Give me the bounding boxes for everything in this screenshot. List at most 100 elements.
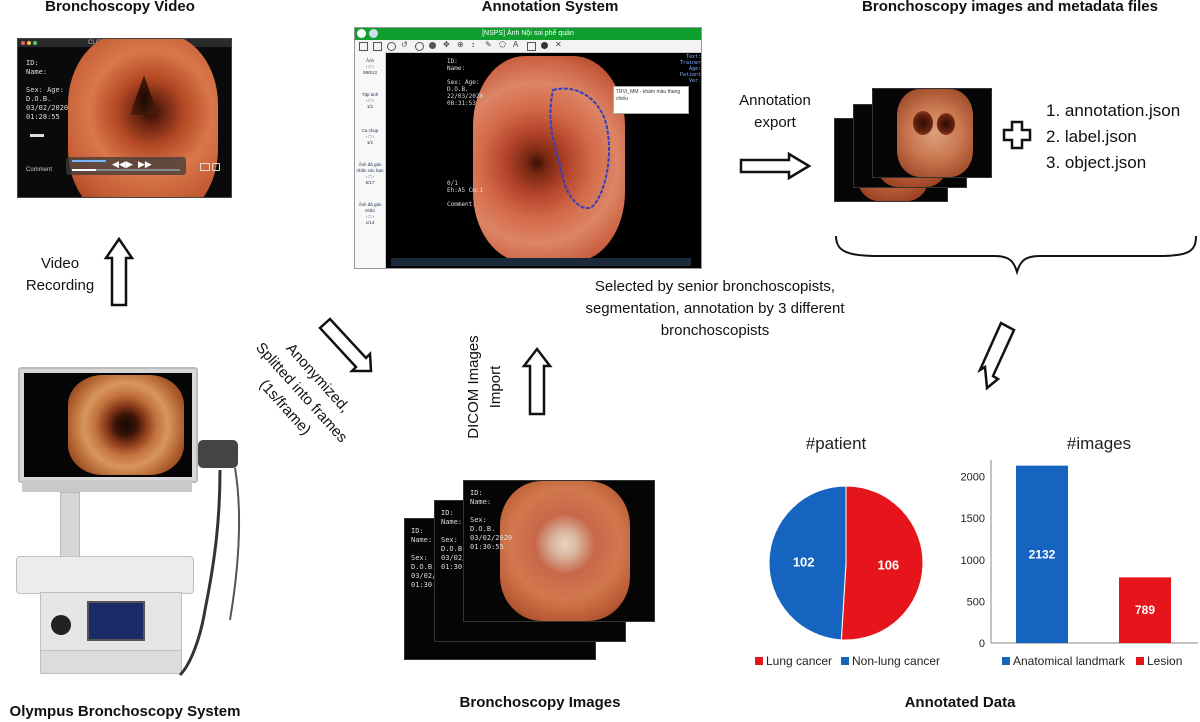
pie-legend-lung: Lung cancer bbox=[766, 654, 832, 668]
arrow-video-recording bbox=[103, 236, 135, 307]
processor-unit bbox=[40, 592, 182, 652]
annotation-filmstrip[interactable] bbox=[391, 258, 691, 266]
scope-connector bbox=[51, 615, 71, 635]
zoom-tool-icon[interactable] bbox=[387, 42, 396, 51]
title-olympus-system: Olympus Bronchoscopy System bbox=[9, 703, 241, 720]
pie-legend-swatch-lung bbox=[755, 657, 763, 665]
sidebar-item-images[interactable]: Ảnh‹ □ ›98/513 bbox=[363, 58, 377, 75]
bar-legend: Anatomical landmark Lesion bbox=[1002, 654, 1182, 668]
annotation-toolbar: ↺ ✥ ⊕ ↕ ✎ ⬠ A ✕ bbox=[355, 40, 701, 53]
bar-y-tick-label: 500 bbox=[967, 596, 985, 608]
title-annotation-system: Annotation System bbox=[481, 0, 619, 15]
label-selected-by: Selected by senior bronchoscopists, segm… bbox=[585, 278, 845, 339]
annotation-endoscopic-view bbox=[473, 56, 625, 262]
bar-legend-lesion: Lesion bbox=[1147, 654, 1182, 668]
grid-tool-icon[interactable] bbox=[359, 42, 368, 51]
bar-legend-landmark: Anatomical landmark bbox=[1013, 654, 1126, 668]
bronchoscope-cable-svg bbox=[178, 467, 241, 677]
screen-icon[interactable] bbox=[200, 163, 210, 171]
rotate-tool-icon[interactable]: ↺ bbox=[401, 40, 408, 49]
arrow-annotation-export bbox=[739, 151, 812, 181]
title-images-metadata: Bronchoscopy images and metadata files bbox=[862, 0, 1158, 15]
brightness-tool-icon[interactable] bbox=[429, 42, 436, 49]
move-tool-icon[interactable]: ✥ bbox=[443, 40, 450, 49]
sidebar-item-cases[interactable]: Ca chụp‹ □ ›1/1 bbox=[361, 128, 379, 145]
metadata-files-list: 1. annotation.json 2. label.json 3. obje… bbox=[1046, 98, 1180, 176]
sidebar-item-labeled-by-you[interactable]: Ảnh đã gán nhãn các bạn‹ □ ›5/17 bbox=[356, 162, 384, 185]
video-player-controls[interactable]: ◀◀ ▶ ▶▶ bbox=[66, 157, 186, 175]
pie-chart-title: #patient bbox=[806, 434, 867, 453]
bar-y-tick-label: 1000 bbox=[961, 555, 985, 567]
annotation-sidebar: Ảnh‹ □ ›98/513 Tập ảnh‹ □ ›1/1 Ca chụp‹ … bbox=[355, 52, 386, 268]
cart-bottom bbox=[40, 650, 182, 674]
arrow-dicom-import bbox=[521, 346, 553, 416]
pie-slice-non-lung-cancer bbox=[768, 485, 847, 641]
export-front-view bbox=[897, 89, 973, 177]
annotation-label-popup[interactable]: TRVI_MM - khám màu thang chiếu bbox=[613, 86, 689, 114]
title-bronchoscopy-images: Bronchoscopy Images bbox=[459, 694, 621, 711]
hospital-logo-icon bbox=[369, 29, 378, 38]
forward-icon[interactable]: ▶▶ bbox=[138, 159, 152, 169]
bar-anatomical-landmark bbox=[1016, 465, 1068, 643]
monitor-screen bbox=[24, 373, 192, 477]
play-icon[interactable]: ▶ bbox=[126, 159, 133, 169]
video-progress-fill bbox=[72, 169, 96, 171]
polygon-tool-icon[interactable]: ⬠ bbox=[499, 40, 506, 49]
video-progress-track[interactable] bbox=[72, 169, 180, 171]
minimize-dot-icon[interactable] bbox=[27, 41, 31, 45]
pie-legend-nonlung: Non-lung cancer bbox=[852, 654, 940, 668]
bronchoscope-handle bbox=[198, 440, 238, 468]
text-tool-icon[interactable]: A bbox=[513, 40, 519, 49]
measure-tool-icon[interactable]: ↕ bbox=[471, 40, 475, 49]
olympus-monitor bbox=[18, 367, 198, 483]
record-tool-icon[interactable] bbox=[541, 42, 548, 49]
label-annotation-export: Annotation export bbox=[739, 92, 811, 131]
video-status-bar-icon bbox=[30, 134, 44, 137]
image-tool-icon[interactable] bbox=[373, 42, 382, 51]
plus-sign bbox=[1002, 120, 1032, 150]
maximize-dot-icon[interactable] bbox=[33, 41, 37, 45]
pen-tool-icon[interactable]: ✎ bbox=[485, 40, 492, 49]
lesion-polygon-annotation bbox=[549, 87, 610, 209]
processor-touchscreen[interactable] bbox=[87, 601, 145, 641]
app-logo-icon bbox=[357, 29, 366, 38]
sidebar-item-labeled[interactable]: Ảnh đã gán nhãn‹ □ ›1/14 bbox=[358, 202, 382, 225]
right-bronchus-opening bbox=[937, 113, 955, 135]
export-stack-front bbox=[872, 88, 992, 178]
title-bronchoscopy-video: Bronchoscopy Video bbox=[45, 0, 195, 15]
monitor-base bbox=[22, 480, 192, 492]
annotation-titlebar: [NSPS] Ảnh Nội soi phế quản bbox=[355, 28, 701, 40]
bar-lesion bbox=[1119, 577, 1171, 643]
lock-icon[interactable] bbox=[212, 163, 220, 171]
video-volume-slider[interactable] bbox=[72, 160, 106, 162]
contrast-tool-icon[interactable] bbox=[415, 42, 424, 51]
left-bronchus-opening bbox=[913, 111, 933, 135]
video-comment-label: Comment bbox=[26, 167, 53, 173]
close-dot-icon[interactable] bbox=[21, 41, 25, 45]
delete-tool-icon[interactable]: ✕ bbox=[555, 40, 562, 49]
bar-y-tick-label: 2000 bbox=[961, 472, 985, 484]
curly-brace bbox=[835, 235, 1197, 276]
arrow-to-annotated-data bbox=[977, 321, 1016, 391]
label-dicom-import: DICOM Images Import bbox=[465, 335, 504, 439]
bronchoscopy-video-window: CLIP_000001_2.mp4 ID:Name: Sex: Age:D.O.… bbox=[17, 38, 232, 198]
pie-legend: Lung cancer Non-lung cancer bbox=[755, 654, 940, 668]
crosshair-tool-icon[interactable]: ⊕ bbox=[457, 40, 464, 49]
annotation-system-window: [NSPS] Ảnh Nội soi phế quản ↺ ✥ ⊕ ↕ ✎ ⬠ … bbox=[354, 27, 702, 269]
sidebar-item-image-sets[interactable]: Tập ảnh‹ □ ›1/1 bbox=[361, 92, 379, 109]
pie-legend-swatch-nonlung bbox=[841, 657, 849, 665]
arrow-anonymized bbox=[318, 317, 373, 373]
label-video-recording: Video Recording bbox=[25, 255, 95, 294]
copy-tool-icon[interactable] bbox=[527, 42, 536, 51]
bar-legend-swatch-lesion bbox=[1136, 657, 1144, 665]
rewind-icon[interactable]: ◀◀ bbox=[112, 159, 126, 169]
